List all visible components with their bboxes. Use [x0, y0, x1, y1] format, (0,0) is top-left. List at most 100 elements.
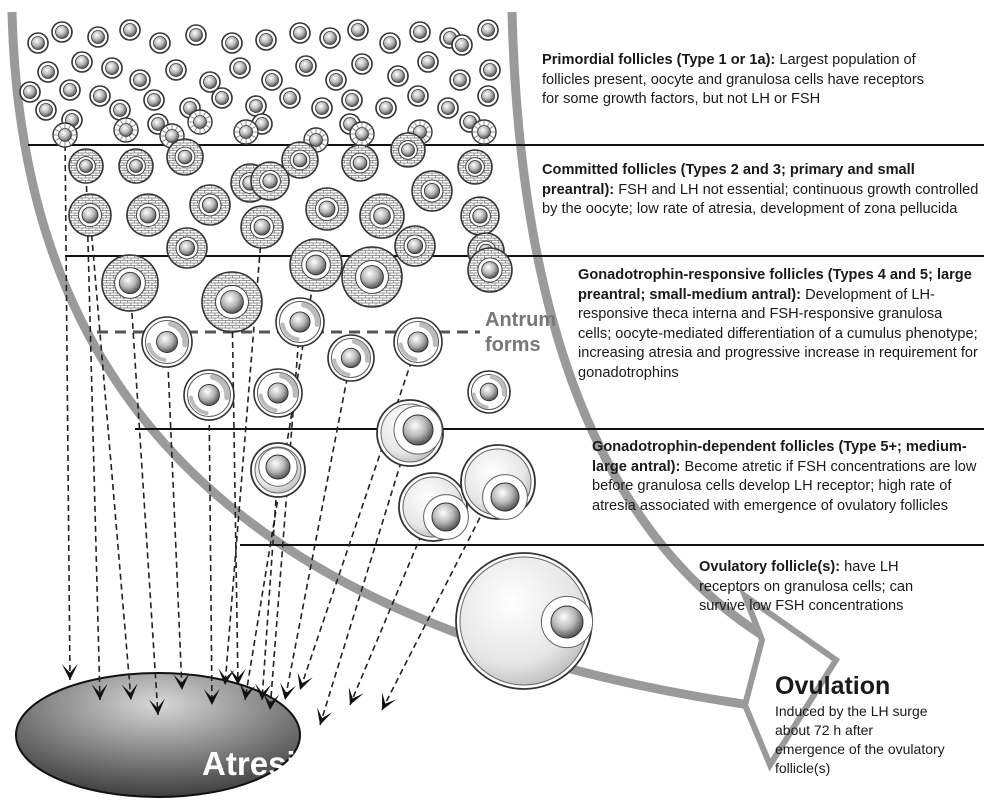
atresia-path [167, 342, 182, 690]
primordial-follicle [452, 35, 472, 55]
primordial-follicle [280, 88, 300, 108]
primordial-follicle [376, 98, 396, 118]
atresia-path [232, 302, 238, 685]
primordial-follicle [312, 98, 332, 118]
primordial-follicle [450, 70, 470, 90]
primordial-follicle [246, 96, 266, 116]
primordial-follicle [326, 70, 346, 90]
primary-follicle [234, 120, 258, 144]
preantral-follicle [360, 194, 404, 238]
primordial-follicle [150, 33, 170, 53]
large-antral-follicle [377, 400, 443, 466]
preantral-follicle [69, 194, 111, 236]
ovulation-block: Ovulation Induced by the LH surge about … [775, 672, 975, 778]
small-antral-follicle [328, 335, 374, 381]
primordial-follicle [418, 52, 438, 72]
preantral-follicle [395, 226, 435, 266]
large-antral-follicle [456, 553, 593, 689]
small-antral-follicle [276, 298, 324, 346]
atresia-path [209, 395, 212, 705]
preantral-follicle [127, 194, 169, 236]
primary-follicle [350, 122, 374, 146]
stage-responsive-text: Gonadotrophin-responsive follicles (Type… [578, 266, 978, 383]
small-antral-follicle [394, 318, 442, 366]
primordial-follicle [262, 70, 282, 90]
preantral-follicle [102, 255, 158, 311]
small-antral-follicle [254, 369, 302, 417]
stage-primordial-title: Primordial follicles (Type 1 or 1a): [542, 52, 775, 68]
primordial-follicle [28, 33, 48, 53]
stage-ovulatory-title: Ovulatory follicle(s): [699, 559, 840, 575]
primordial-follicle [408, 86, 428, 106]
primordial-follicle [230, 58, 250, 78]
primary-follicle [188, 110, 212, 134]
preantral-follicle [167, 139, 203, 175]
primordial-follicle [480, 60, 500, 80]
preantral-follicle [391, 133, 425, 167]
preantral-follicle [119, 149, 153, 183]
large-antral-follicle [461, 445, 535, 519]
primordial-follicle [36, 100, 56, 120]
ovulation-desc: Induced by the LH surge about 72 h after… [775, 702, 945, 778]
primordial-follicle [478, 86, 498, 106]
primordial-follicle [130, 70, 150, 90]
primordial-follicle [20, 82, 40, 102]
atresia-arrowhead [382, 692, 396, 710]
antrum-forms-label: Antrum forms [485, 308, 555, 358]
primordial-follicle [438, 98, 458, 118]
primordial-follicle [348, 20, 368, 40]
preantral-follicle [69, 149, 103, 183]
primordial-follicle [410, 22, 430, 42]
primordial-follicle [296, 56, 316, 76]
preantral-follicle [167, 228, 207, 268]
primordial-follicle [52, 22, 72, 42]
primordial-follicle [120, 20, 140, 40]
preantral-follicle [461, 197, 499, 235]
preantral-follicle [458, 150, 492, 184]
preantral-follicle [290, 239, 342, 291]
stage-primordial-text: Primordial follicles (Type 1 or 1a): Lar… [542, 51, 942, 110]
primordial-follicle [102, 58, 122, 78]
primordial-follicle [352, 54, 372, 74]
atresia-arrowhead [349, 687, 364, 705]
atresia-arrowhead [317, 707, 332, 725]
primordial-follicle [478, 20, 498, 40]
primordial-follicle [166, 60, 186, 80]
primordial-follicle [290, 23, 310, 43]
primordial-follicle [144, 90, 164, 110]
primordial-follicle [110, 100, 130, 120]
atresia-label: Atresia [158, 745, 358, 783]
primordial-follicle [320, 28, 340, 48]
primordial-follicle [186, 25, 206, 45]
stage-committed-text: Committed follicles (Types 2 and 3; prim… [542, 161, 982, 220]
preantral-follicle [412, 171, 452, 211]
preantral-follicle [342, 145, 378, 181]
primary-follicle [472, 120, 496, 144]
preantral-follicle [306, 188, 348, 230]
preantral-follicle [251, 162, 289, 200]
primordial-follicle [60, 80, 80, 100]
primary-follicle [114, 118, 138, 142]
stage-dependent-text: Gonadotrophin-dependent follicles (Type … [592, 438, 977, 516]
large-antral-follicle [399, 473, 468, 541]
primordial-follicle [88, 27, 108, 47]
primordial-follicle [72, 52, 92, 72]
small-antral-follicle [184, 370, 234, 420]
primordial-follicle [38, 62, 58, 82]
small-antral-follicle [142, 317, 192, 367]
stage-ovulatory-text: Ovulatory follicle(s): have LH receptors… [699, 558, 959, 617]
primordial-follicle [212, 88, 232, 108]
ovulation-title: Ovulation [775, 672, 975, 700]
primordial-follicle [222, 33, 242, 53]
preantral-follicle [202, 272, 262, 332]
preantral-follicle [241, 206, 283, 248]
primordial-follicle [90, 86, 110, 106]
large-antral-follicle [251, 443, 305, 497]
preantral-follicle [342, 247, 402, 307]
primary-follicle [53, 123, 77, 147]
preantral-follicle [468, 248, 512, 292]
preantral-follicle [190, 185, 230, 225]
primordial-follicle [342, 90, 362, 110]
primordial-follicle [256, 30, 276, 50]
primordial-follicle [380, 33, 400, 53]
